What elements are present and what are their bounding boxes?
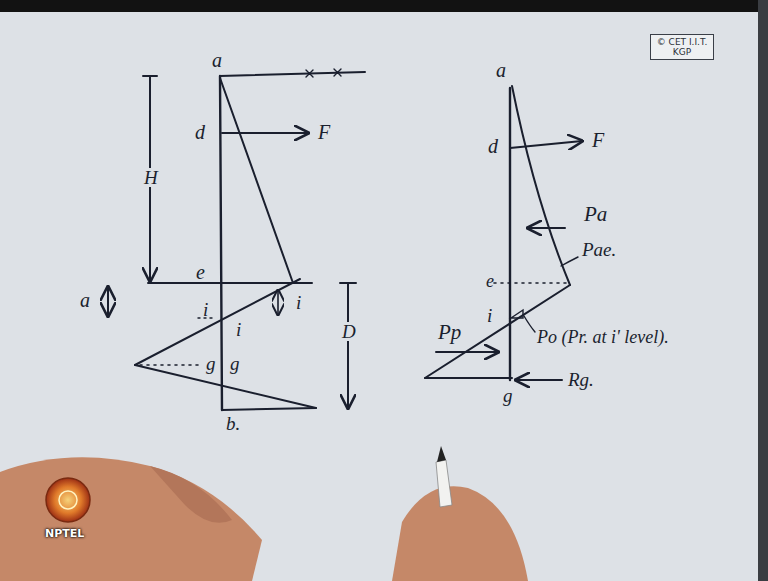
nptel-logo <box>46 478 90 522</box>
force-label: F <box>592 130 604 150</box>
pressure-arrow <box>436 351 498 353</box>
leader-line <box>524 316 535 332</box>
active-pressure-curve <box>512 86 570 285</box>
force-arrow <box>222 132 308 134</box>
active-pressure-line <box>220 78 293 283</box>
sheet-pile-wall <box>509 88 511 380</box>
dimension-label: D <box>340 322 358 341</box>
force-label: F <box>318 122 330 142</box>
dredge-level-line <box>148 282 312 284</box>
pressure-label: Pp <box>438 322 461 343</box>
copyright-text: © CET I.I.T. KGP <box>651 37 713 57</box>
point-label: i <box>487 306 492 325</box>
dimension-label: a <box>80 290 90 310</box>
sheet-pile-wall <box>220 76 222 410</box>
dimension-line <box>277 290 279 315</box>
ground-hatch <box>306 69 341 77</box>
dimension-label: H <box>142 168 160 187</box>
left-hand <box>0 457 262 581</box>
pressure-label: Pa <box>584 204 607 225</box>
point-label: e <box>196 262 205 282</box>
reaction-arrow <box>516 379 562 381</box>
point-label: g <box>503 386 513 405</box>
point-label: i <box>236 320 241 339</box>
point-label: b. <box>226 414 240 433</box>
dotted-level-line <box>494 282 566 284</box>
net-pressure-line <box>135 279 300 365</box>
leader-line <box>561 257 578 266</box>
ground-line <box>220 72 365 76</box>
point-label: g <box>230 354 240 373</box>
dotted-level-line <box>140 364 202 366</box>
net-pressure-line <box>135 365 316 408</box>
pressure-note: Po (Pr. at i' level). <box>537 328 687 346</box>
copyright-box: © CET I.I.T. KGP <box>650 34 714 60</box>
point-label: d <box>488 136 498 156</box>
base-line <box>425 377 512 379</box>
pressure-arrow <box>528 227 565 229</box>
left-diagram <box>108 69 365 410</box>
pen <box>436 460 452 507</box>
point-label: i <box>203 300 208 319</box>
point-label: g <box>206 354 216 373</box>
logo-text: NPTEL <box>45 528 84 539</box>
point-label: a <box>496 60 506 80</box>
presenter-hands <box>0 446 528 581</box>
pressure-label: Pae. <box>582 240 616 259</box>
nptel-logo-ring <box>59 491 77 509</box>
finger-shadow <box>150 466 232 523</box>
point-label: d <box>195 122 205 142</box>
dimension-line <box>347 283 349 408</box>
right-frame-band <box>758 0 768 581</box>
reaction-label: Rg. <box>568 370 594 389</box>
point-label: a <box>212 50 222 70</box>
right-hand <box>392 486 528 581</box>
pen-tip <box>437 446 446 462</box>
point-label: i <box>296 293 301 312</box>
toe-pressure-line <box>222 408 316 410</box>
point-label: e <box>486 272 494 290</box>
dimension-line <box>107 287 109 316</box>
pressure-mark <box>511 310 523 318</box>
force-arrow <box>510 141 582 148</box>
top-frame-band <box>0 0 768 12</box>
